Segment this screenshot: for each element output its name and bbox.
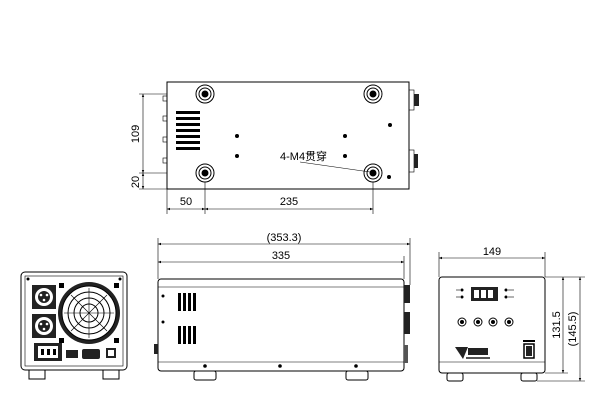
dim-131-5: 131.5 <box>551 311 563 339</box>
power-inlet <box>34 343 62 361</box>
foot-top-left <box>195 84 215 104</box>
foot-top-right <box>363 84 383 104</box>
power-switch <box>523 340 535 359</box>
dim-235: 235 <box>280 196 298 208</box>
fan-guard <box>58 282 120 344</box>
top-view: 4-M4贯穿 109 20 50 235 <box>130 81 419 214</box>
side-dimensions: (353.3) 335 <box>157 232 411 285</box>
dim-145-5: (145.5) <box>567 312 579 347</box>
vent-slots <box>176 111 200 150</box>
dim-353-3: (353.3) <box>267 232 302 244</box>
horizontal-dimension: 50 235 <box>166 182 374 214</box>
led-display <box>471 287 498 301</box>
callout-label: 4-M4贯穿 <box>280 149 327 163</box>
dim-20: 20 <box>130 176 142 188</box>
side-view: (353.3) 335 <box>154 232 411 381</box>
xlr-connector-top <box>32 285 56 309</box>
side-vents-lower <box>178 326 196 344</box>
dim-50: 50 <box>180 196 192 208</box>
vertical-dimension: 109 20 <box>130 93 167 190</box>
rear-view <box>20 271 128 380</box>
foot-bottom-left <box>195 163 215 183</box>
front-dimensions: 149 131.5 (145.5) <box>438 246 585 382</box>
dim-335: 335 <box>272 250 290 262</box>
dim-109: 109 <box>130 125 142 143</box>
front-knobs <box>457 317 514 327</box>
brand-logo <box>455 347 490 359</box>
foot-bottom-right <box>363 163 383 183</box>
front-view: 149 131.5 (145.5) <box>438 246 585 382</box>
side-vents-upper <box>178 293 196 311</box>
xlr-connector-bottom <box>32 314 56 338</box>
dim-149: 149 <box>483 246 501 258</box>
